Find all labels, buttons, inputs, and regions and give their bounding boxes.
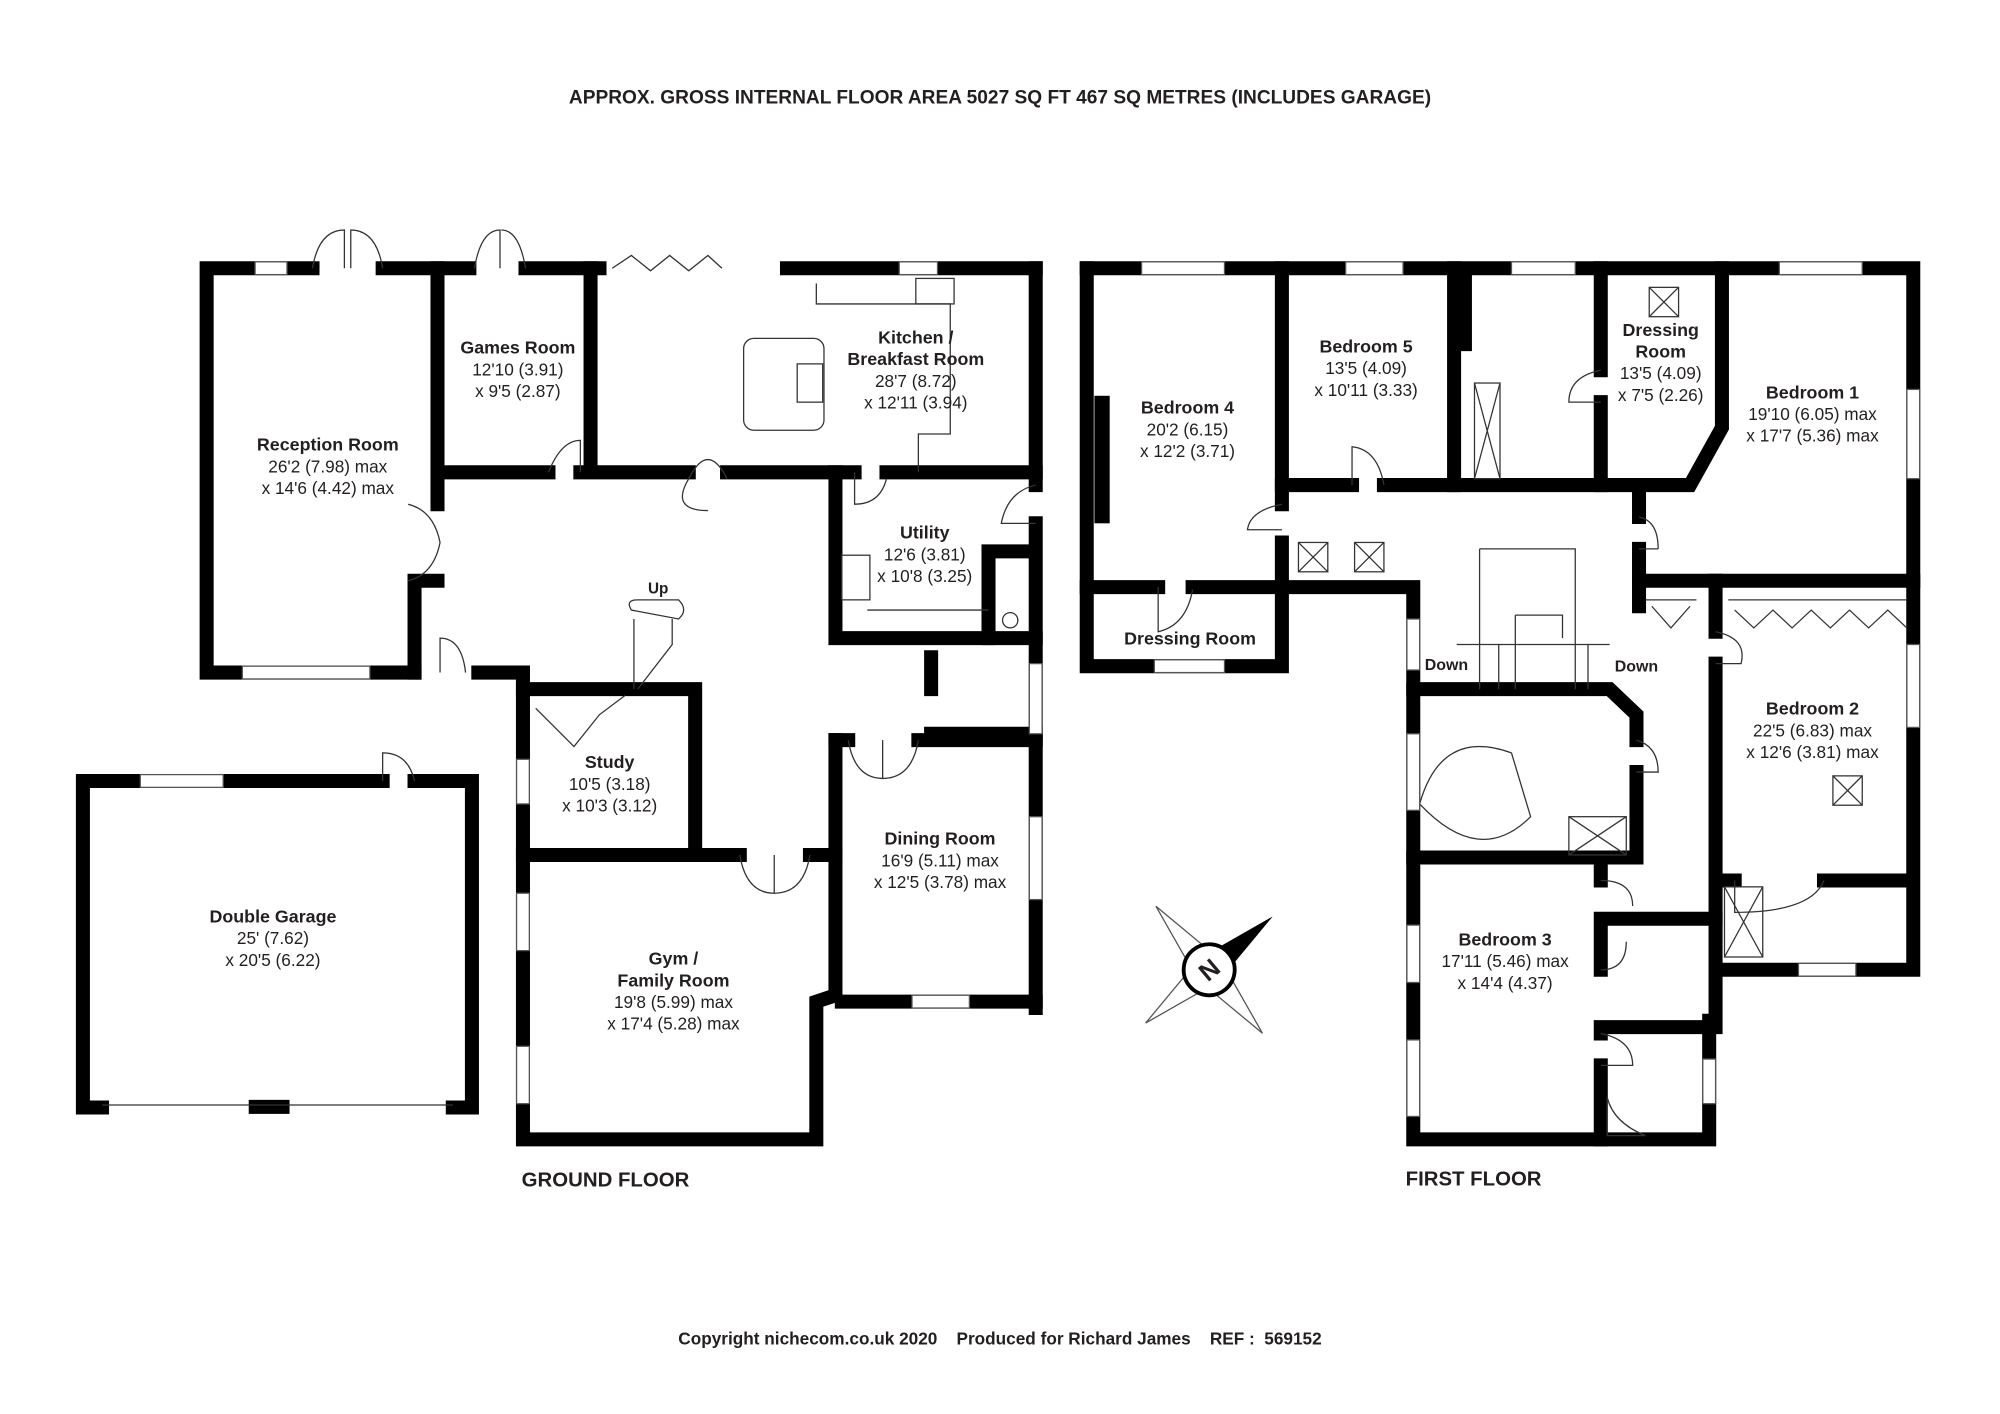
room-dim: x 12'6 (3.81) max (1746, 742, 1879, 762)
room-name-study: Study (585, 752, 635, 772)
room-dim: 10'5 (3.18) (569, 774, 651, 794)
stairs-up-label: Up (648, 580, 668, 597)
room-name-bedroom4: Bedroom 4 (1141, 398, 1234, 418)
room-dim: 12'6 (3.81) (884, 544, 966, 564)
room-name-gym: Family Room (617, 970, 729, 990)
compass-rose: N (1145, 905, 1273, 1034)
first-floor-walls (1079, 261, 1921, 1147)
room-dim: x 14'4 (4.37) (1458, 973, 1553, 993)
room-dim: x 12'11 (3.94) (864, 393, 967, 413)
room-name-reception: Reception Room (257, 435, 399, 455)
room-name-bedroom5: Bedroom 5 (1319, 336, 1412, 356)
room-name-bedroom3: Bedroom 3 (1459, 930, 1552, 950)
room-dim: x 17'4 (5.28) max (607, 1014, 740, 1034)
copyright-footer: Copyright nichecom.co.uk 2020 Produced f… (678, 1329, 1321, 1349)
garage-walls (75, 752, 479, 1115)
room-dim: x 12'5 (3.78) max (874, 872, 1007, 892)
room-dim: x 17'7 (5.36) max (1746, 426, 1879, 446)
room-dim: 26'2 (7.98) max (268, 456, 387, 476)
room-dim: 25' (7.62) (237, 928, 309, 948)
room-name-gym: Gym / (649, 949, 699, 969)
floor-area-title: APPROX. GROSS INTERNAL FLOOR AREA 5027 S… (569, 88, 1431, 109)
room-dim: 19'10 (6.05) max (1748, 404, 1877, 424)
stairs-down-label-right: Down (1615, 658, 1658, 675)
room-dim: 17'11 (5.46) max (1441, 951, 1569, 971)
room-dim: 12'10 (3.91) (472, 359, 563, 379)
room-dim: 19'8 (5.99) max (614, 992, 733, 1012)
room-dim: x 10'3 (3.12) (562, 796, 657, 816)
room-dim: x 12'2 (3.71) (1140, 441, 1235, 461)
room-name-utility: Utility (900, 523, 950, 543)
room-dim: 13'5 (4.09) (1620, 363, 1702, 383)
room-name-dressing-room-2: Dressing Room (1124, 628, 1256, 648)
room-name-dressing-room: Dressing (1623, 320, 1699, 340)
first-floor-labels: Bedroom 4 20'2 (6.15) x 12'2 (3.71) Bedr… (1124, 320, 1879, 993)
room-dim: x 9'5 (2.87) (475, 381, 561, 401)
room-dim: 20'2 (6.15) (1147, 419, 1229, 439)
room-dim: 22'5 (6.83) max (1753, 720, 1872, 740)
first-floor-label: FIRST FLOOR (1406, 1168, 1542, 1190)
ground-floor-labels: Reception Room 26'2 (7.98) max x 14'6 (4… (209, 327, 1006, 1033)
room-dim: 13'5 (4.09) (1325, 358, 1407, 378)
room-dim: 16'9 (5.11) max (881, 850, 999, 870)
room-name-bedroom2: Bedroom 2 (1766, 699, 1859, 719)
ground-floor-label: GROUND FLOOR (522, 1170, 690, 1192)
room-dim: x 20'5 (6.22) (225, 950, 320, 970)
room-name-dressing-room: Room (1635, 342, 1686, 362)
room-dim: 28'7 (8.72) (875, 371, 957, 391)
room-dim: x 10'8 (3.25) (877, 566, 972, 586)
room-name-dining: Dining Room (885, 829, 996, 849)
room-dim: x 10'11 (3.33) (1314, 380, 1417, 400)
room-name-bedroom1: Bedroom 1 (1766, 382, 1859, 402)
room-name-games: Games Room (460, 338, 575, 358)
room-name-kitchen: Kitchen / (878, 327, 953, 347)
stairs-down-label-left: Down (1425, 657, 1468, 674)
ground-floor-walls (199, 229, 1043, 1147)
room-dim: x 14'6 (4.42) max (262, 478, 395, 498)
room-name-kitchen: Breakfast Room (847, 349, 984, 369)
room-dim: x 7'5 (2.26) (1618, 385, 1704, 405)
room-name-garage: Double Garage (209, 907, 336, 927)
